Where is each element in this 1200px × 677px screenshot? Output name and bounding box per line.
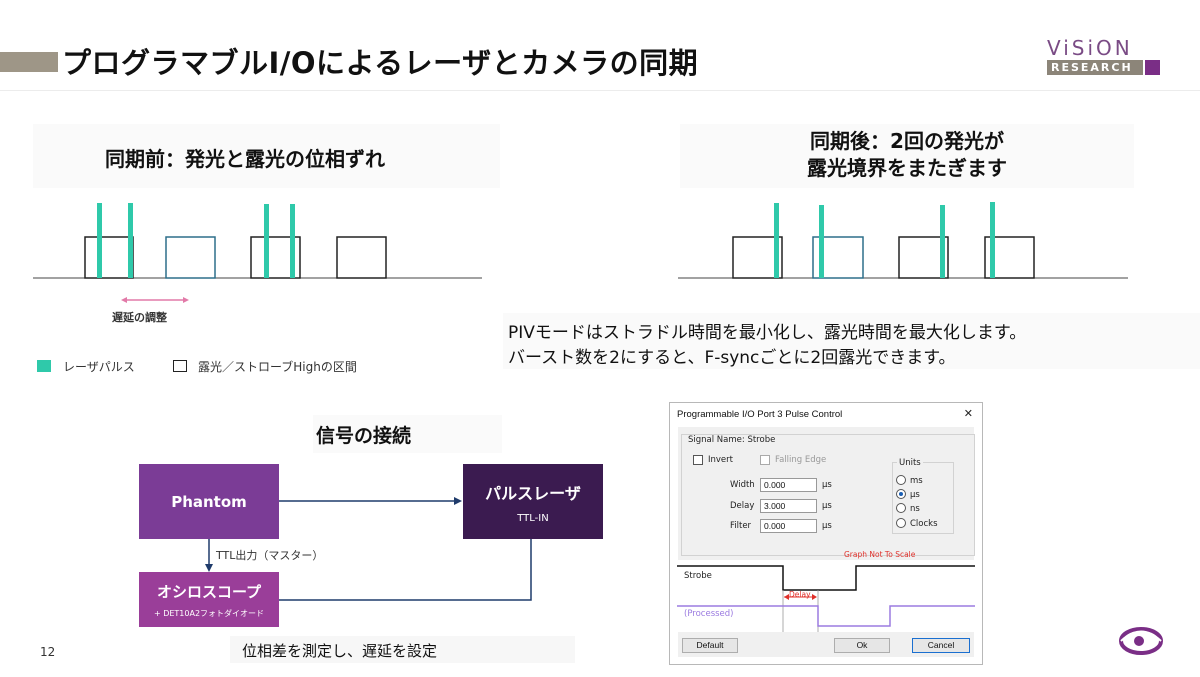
delay-marker-label: Delay: [789, 590, 811, 599]
pulse-laser-sub: TTL-IN: [517, 512, 549, 524]
units-group-box: [892, 462, 954, 534]
timing-diagrams: [33, 202, 1128, 303]
logo-bottom: RESEARCH: [1047, 60, 1165, 75]
delay-unit: µs: [822, 501, 832, 511]
exposure-window: [165, 236, 216, 279]
description-line1: PIVモードはストラドル時間を最小化し、露光時間を最大化します。: [508, 323, 1027, 343]
logo-research-text: RESEARCH: [1047, 60, 1143, 75]
width-label: Width: [730, 480, 755, 490]
width-unit: µs: [822, 480, 832, 490]
strobe-label: Strobe: [684, 571, 712, 581]
connection-heading: 信号の接続: [316, 425, 412, 447]
ttl-output-label: TTL出力（マスター）: [216, 549, 324, 562]
description-line2: バースト数を2にすると、F-syncごとに2回露光できます。: [508, 348, 956, 368]
signal-name-label: Signal Name: Strobe: [688, 435, 776, 445]
unit-ns-radio[interactable]: [896, 503, 906, 513]
exposure-window: [732, 236, 783, 279]
vision-research-logo: ViSiON RESEARCH: [1047, 38, 1165, 78]
filter-unit: µs: [822, 521, 832, 531]
not-to-scale-note: Graph Not To Scale: [844, 550, 916, 559]
exposure-window: [336, 236, 387, 279]
units-title: Units: [897, 458, 923, 468]
connection-heading-box: [313, 415, 502, 453]
unit-clocks-radio[interactable]: [896, 518, 906, 528]
slide-title: プログラマブルI/Oによるレーザとカメラの同期: [62, 46, 699, 80]
phase-note: 位相差を測定し、遅延を設定: [242, 642, 438, 660]
falling-edge-label: Falling Edge: [775, 455, 827, 465]
filter-input[interactable]: 0.000: [760, 519, 817, 533]
strobe-line: [677, 565, 975, 591]
legend-exposure-swatch: [173, 360, 187, 372]
legend-exposure-label: 露光／ストローブHighの区間: [198, 360, 357, 374]
legend-laser-label: レーザパルス: [63, 360, 135, 374]
processed-line: [677, 605, 975, 627]
filter-label: Filter: [730, 521, 752, 531]
phantom-label: Phantom: [171, 492, 247, 511]
page-number: 12: [40, 645, 56, 659]
delay-input[interactable]: 3.000: [760, 499, 817, 513]
signal-group-box: [681, 434, 975, 556]
phantom-node: Phantom: [139, 464, 279, 539]
exposure-window: [812, 236, 864, 279]
laser-pulse: [819, 205, 824, 278]
after-heading-box: [680, 124, 1134, 188]
legend-laser-swatch: [37, 360, 51, 372]
oscilloscope-node: オシロスコープ + DET10A2フォトダイオード: [139, 572, 279, 627]
cancel-button[interactable]: Cancel: [912, 638, 970, 653]
laser-pulse: [97, 203, 102, 278]
dialog-title: Programmable I/O Port 3 Pulse Control: [677, 409, 843, 420]
oscilloscope-title: オシロスコープ: [156, 582, 262, 601]
arrow-head-icon: [205, 564, 213, 572]
invert-label: Invert: [708, 455, 733, 465]
invert-checkbox[interactable]: [693, 455, 703, 465]
ok-button[interactable]: Ok: [834, 638, 890, 653]
unit-us-radio[interactable]: [896, 489, 906, 499]
after-heading-line1: 同期後：2回の発光が: [810, 129, 1004, 153]
unit-ms-radio[interactable]: [896, 475, 906, 485]
arrow-head-icon: [454, 497, 462, 505]
width-input[interactable]: 0.000: [760, 478, 817, 492]
after-timing-diagram: [678, 202, 1128, 279]
processed-label: (Processed): [684, 609, 734, 619]
laser-pulse: [990, 202, 995, 278]
logo-square-icon: [1145, 60, 1160, 75]
default-button[interactable]: Default: [682, 638, 738, 653]
exposure-window: [898, 236, 949, 279]
falling-edge-checkbox[interactable]: [760, 455, 770, 465]
close-icon[interactable]: ✕: [963, 408, 973, 420]
title-divider: [0, 90, 1200, 91]
laser-pulse: [290, 204, 295, 278]
exposure-window: [984, 236, 1035, 279]
oscilloscope-sub: + DET10A2フォトダイオード: [153, 608, 265, 618]
delay-label: Delay: [730, 501, 755, 511]
delay-adjust-label: 遅延の調整: [112, 311, 167, 324]
laser-pulse: [774, 203, 779, 278]
title-accent-bar: [0, 52, 58, 72]
before-heading: 同期前：発光と露光の位相ずれ: [105, 147, 385, 171]
after-heading-line2: 露光境界をまたぎます: [807, 156, 1007, 180]
laser-pulse: [940, 205, 945, 278]
before-heading-box: [33, 124, 500, 188]
exposure-window: [250, 236, 301, 279]
unit-clocks-label: Clocks: [910, 519, 938, 529]
laser-pulse: [128, 203, 133, 278]
laser-pulse: [264, 204, 269, 278]
pulse-laser-title: パルスレーザ: [485, 483, 581, 503]
phantom-eye-logo-icon: [1119, 627, 1163, 655]
unit-ms-label: ms: [910, 476, 923, 486]
pulse-laser-node: パルスレーザ TTL-IN: [463, 464, 603, 539]
logo-vision-text: ViSiON: [1047, 36, 1133, 60]
unit-us-label: µs: [910, 490, 920, 500]
phase-note-box: [230, 636, 575, 663]
before-timing-diagram: [33, 203, 482, 303]
osc-to-laser-line: [279, 539, 532, 601]
unit-ns-label: ns: [910, 504, 920, 514]
after-heading: 同期後：2回の発光が 露光境界をまたぎます: [680, 128, 1134, 182]
description-box: [503, 313, 1200, 369]
